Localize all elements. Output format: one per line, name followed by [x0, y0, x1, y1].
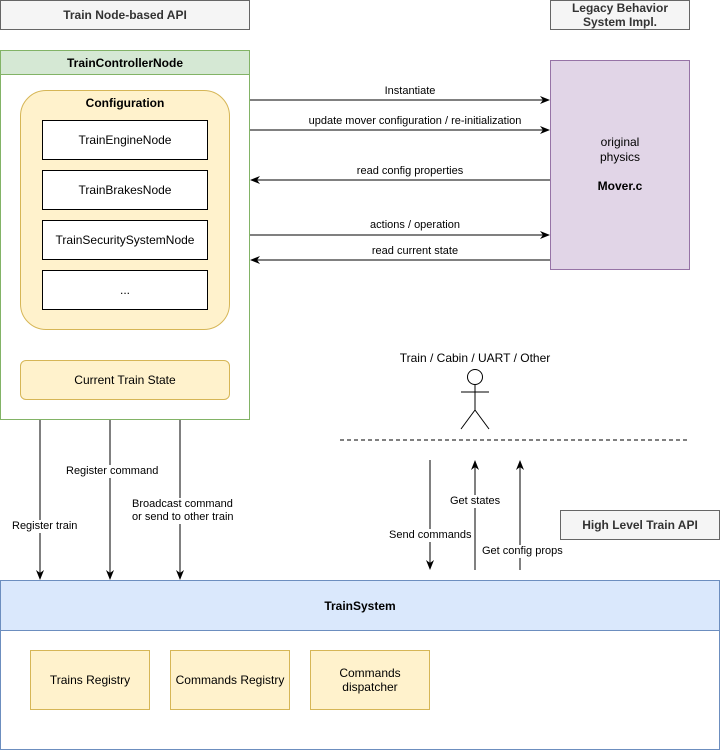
label-actions: actions / operation — [370, 219, 460, 231]
mover-box: original physics Mover.c — [550, 60, 690, 270]
label-update-config: update mover configuration / re-initiali… — [308, 115, 522, 127]
label-broadcast: Broadcast command or send to other train — [132, 498, 234, 524]
label-instantiate: Instantiate — [384, 85, 436, 97]
node-api-header: Train Node-based API — [0, 0, 250, 30]
label-get-states: Get states — [450, 495, 501, 508]
actor-icon — [460, 369, 490, 430]
high-level-api-header: High Level Train API — [560, 510, 720, 540]
mover-line1: original — [600, 135, 640, 149]
train-engine-node: TrainEngineNode — [42, 120, 208, 160]
commands-dispatcher: Commands dispatcher — [310, 650, 430, 710]
current-train-state: Current Train State — [20, 360, 230, 400]
configuration-title: Configuration — [85, 96, 165, 110]
legacy-header-label: Legacy Behavior System Impl. — [571, 1, 669, 29]
commands-registry: Commands Registry — [170, 650, 290, 710]
train-brakes-node: TrainBrakesNode — [42, 170, 208, 210]
train-security-system-node: TrainSecuritySystemNode — [42, 220, 208, 260]
commands-registry-label: Commands Registry — [175, 673, 285, 687]
train-brakes-node-label: TrainBrakesNode — [78, 183, 172, 197]
more-nodes: ... — [42, 270, 208, 310]
label-actor: Train / Cabin / UART / Other — [399, 351, 551, 365]
train-controller-node-header: TrainControllerNode — [1, 51, 249, 75]
train-controller-node-title: TrainControllerNode — [66, 55, 183, 70]
train-engine-node-label: TrainEngineNode — [78, 133, 172, 147]
mover-line2: physics — [599, 150, 640, 164]
high-level-api-header-label: High Level Train API — [582, 518, 698, 532]
train-system-title: TrainSystem — [324, 598, 396, 613]
current-train-state-label: Current Train State — [74, 373, 176, 387]
label-get-config: Get config props — [482, 545, 563, 558]
trains-registry: Trains Registry — [30, 650, 150, 710]
node-api-header-label: Train Node-based API — [63, 8, 187, 22]
mover-file: Mover.c — [597, 179, 643, 193]
train-system-header: TrainSystem — [1, 581, 719, 631]
legacy-header: Legacy Behavior System Impl. — [550, 0, 690, 30]
label-send-commands: Send commands — [389, 529, 472, 542]
label-register-train: Register train — [12, 520, 78, 533]
label-read-config: read config properties — [356, 165, 464, 177]
train-security-system-node-label: TrainSecuritySystemNode — [55, 233, 195, 247]
label-read-state: read current state — [371, 245, 459, 257]
label-register-command: Register command — [66, 465, 159, 478]
commands-dispatcher-label: Commands dispatcher — [339, 666, 401, 694]
more-nodes-label: ... — [119, 283, 130, 297]
trains-registry-label: Trains Registry — [49, 673, 131, 687]
